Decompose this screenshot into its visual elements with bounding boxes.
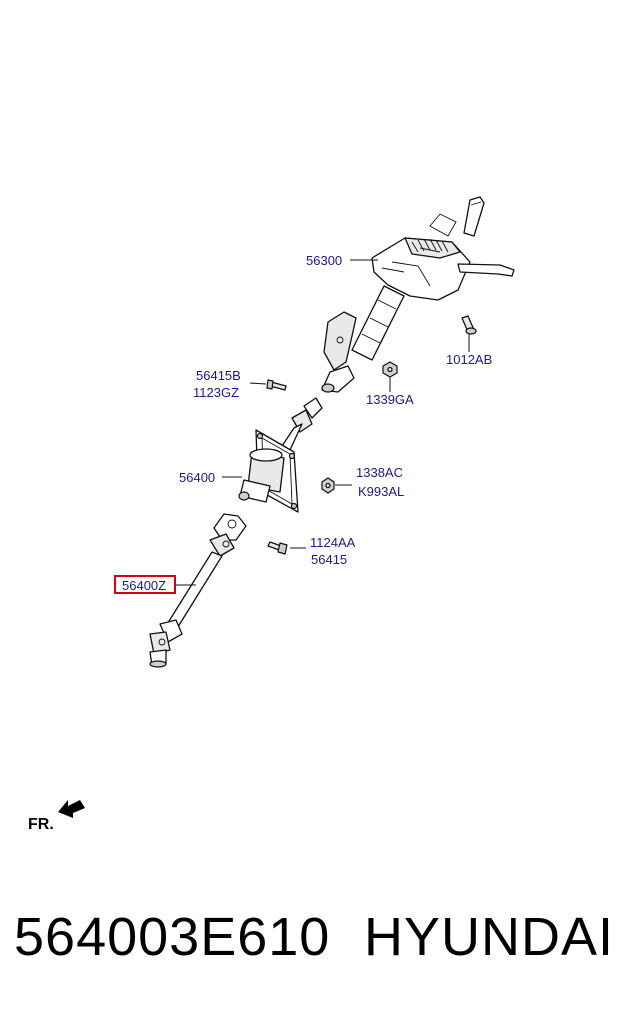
callout-56400z[interactable]: 56400Z [122,578,166,593]
callout-k993al: K993AL [358,484,404,499]
part-number: 564003E610 [14,907,331,967]
front-label: FR. [28,816,54,833]
callout-1012ab: 1012AB [446,352,492,367]
bolt-upper [266,379,287,391]
steering-column-assembly [321,196,515,393]
callout-1124aa: 1124AA [310,535,356,550]
callout-56400: 56400 [179,470,215,485]
callout-56300: 56300 [306,253,342,268]
lower-shaft [149,513,288,668]
highlight-box [114,575,176,594]
steering-column-diagram: 56300 1012AB 56415B 1123GZ 1339GA 56400 … [28,196,515,833]
leader-lines [176,259,470,586]
callout-56415: 56415 [311,552,347,567]
intermediate-joint [281,397,323,451]
front-direction-indicator: FR. [28,800,85,833]
callout-56415b: 56415B [196,368,241,383]
callout-1339ga: 1339GA [366,392,414,407]
front-arrow-icon [58,800,85,818]
callout-1123gz: 1123GZ [193,385,239,400]
brand-name: HYUNDAI [364,907,615,967]
callout-1338ac: 1338AC [356,465,403,480]
eps-motor-plate [238,429,335,513]
